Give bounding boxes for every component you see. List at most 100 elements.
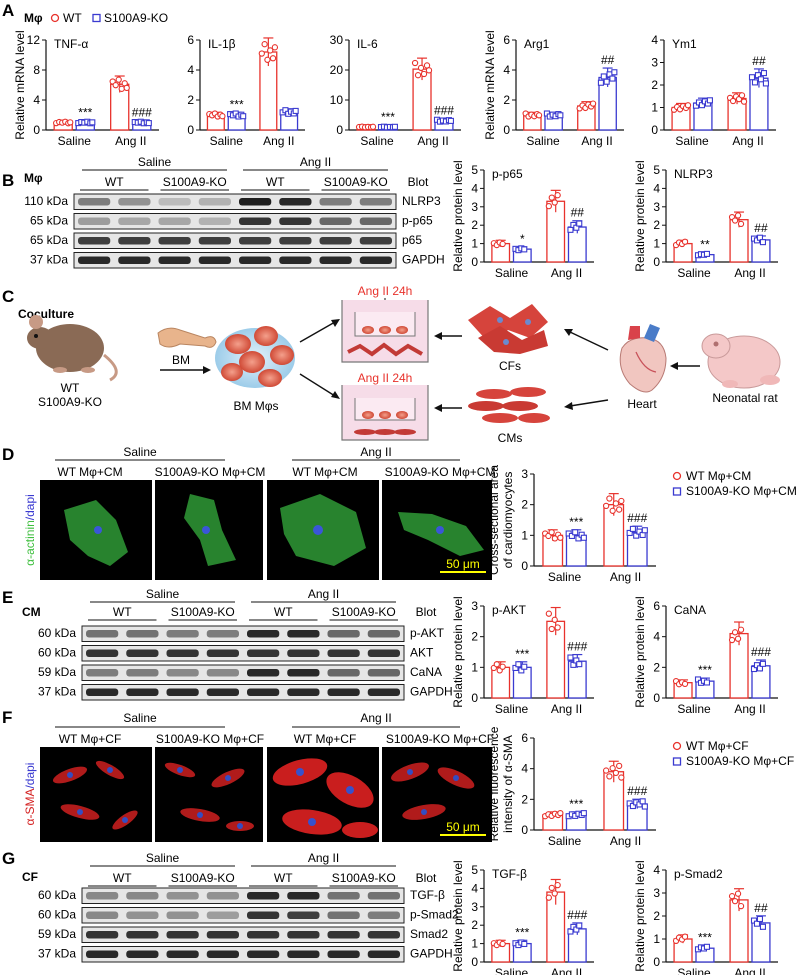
f-cond-3: WT Mφ+CF xyxy=(294,732,357,746)
data-point xyxy=(759,660,767,667)
blot-band xyxy=(367,630,400,638)
y-tick-label: 4 xyxy=(187,63,194,77)
data-point xyxy=(616,506,623,513)
data-point xyxy=(269,55,277,62)
significance-mark: *** xyxy=(569,797,583,811)
significance-mark: ## xyxy=(754,901,768,915)
nucleus xyxy=(436,526,444,534)
blot-band xyxy=(206,911,239,919)
data-point xyxy=(618,774,625,781)
data-point xyxy=(641,527,648,534)
y-tick-label: 1 xyxy=(471,937,478,951)
data-point xyxy=(609,507,616,514)
bm-macrophages-label: BM Mφs xyxy=(233,399,278,413)
blot-band xyxy=(247,892,280,900)
data-point xyxy=(728,893,736,900)
blot-band xyxy=(287,669,320,677)
cfs-illustration xyxy=(468,304,548,354)
blot-band xyxy=(367,669,400,677)
data-point xyxy=(118,85,125,92)
data-point xyxy=(731,217,739,224)
y-tick-label: 30 xyxy=(330,33,344,47)
data-point xyxy=(554,881,561,889)
y-tick-label: 2 xyxy=(187,93,194,107)
y-tick-label: 12 xyxy=(27,33,41,47)
blot-band xyxy=(166,911,199,919)
blot-band xyxy=(158,198,191,206)
significance-mark: *** xyxy=(515,925,529,939)
data-point xyxy=(567,654,574,661)
y-tick-label: 4 xyxy=(471,181,478,195)
bm-macrophage-cluster xyxy=(215,326,295,388)
blot-strip xyxy=(81,625,405,642)
y-tick-label: 0 xyxy=(471,255,478,269)
data-point xyxy=(548,625,555,633)
y-axis-label: Relative protein level xyxy=(633,596,647,707)
blot-genotype-label: WT xyxy=(266,175,285,189)
data-point xyxy=(572,529,579,536)
legend-f-wt-marker xyxy=(672,741,682,751)
y-tick-label: 1 xyxy=(471,237,478,251)
blot-band xyxy=(166,669,199,677)
blot-genotype-label: S100A9-KO xyxy=(171,871,235,885)
blot-saline-header: Saline xyxy=(146,851,180,865)
data-point xyxy=(545,202,553,210)
blot-band xyxy=(327,892,360,900)
blot-saline-header: Saline xyxy=(138,155,172,169)
x-tick-label: Saline xyxy=(677,966,711,975)
y-tick-label: 0 xyxy=(651,123,658,137)
x-tick-label: Saline xyxy=(548,834,582,848)
data-point xyxy=(414,72,422,79)
blot-band xyxy=(166,688,199,696)
blot-band xyxy=(166,892,199,900)
band-size-label: 60 kDa xyxy=(38,908,76,922)
data-point xyxy=(737,626,745,633)
data-point xyxy=(602,502,610,510)
blot-band xyxy=(126,950,159,958)
data-point xyxy=(748,74,756,81)
data-point xyxy=(681,680,689,688)
band-protein-label: p-p65 xyxy=(402,214,433,228)
data-point xyxy=(602,767,610,774)
data-point xyxy=(521,246,528,253)
data-point xyxy=(760,70,767,77)
data-point xyxy=(420,70,428,78)
data-point xyxy=(267,47,274,54)
blot-band xyxy=(86,669,119,677)
blot-band xyxy=(239,217,272,225)
arrowhead xyxy=(434,404,442,412)
blot-band xyxy=(126,669,159,677)
blot-band xyxy=(247,688,280,696)
x-tick-label: Ang II xyxy=(417,134,448,148)
legend-wt-marker xyxy=(50,13,60,23)
d-saline-header: Saline xyxy=(123,445,157,459)
band-protein-label: Smad2 xyxy=(410,927,448,941)
data-point xyxy=(612,500,620,507)
data-point xyxy=(576,922,583,929)
y-tick-label: 4 xyxy=(651,33,658,47)
blot-band xyxy=(198,198,231,206)
data-point xyxy=(576,661,583,668)
blot-band xyxy=(247,649,280,657)
blot-band xyxy=(126,931,159,939)
data-point xyxy=(589,100,597,107)
arrowhead xyxy=(670,362,678,370)
y-tick-label: 0 xyxy=(187,123,194,137)
blot-band xyxy=(239,198,272,206)
f-cond-1: WT Mφ+CF xyxy=(59,732,122,746)
blot-band xyxy=(86,950,119,958)
x-tick-label: Ang II xyxy=(734,966,765,975)
mouse-ko-label: S100A9-KO xyxy=(38,395,102,409)
x-tick-label: Ang II xyxy=(115,134,146,148)
band-protein-label: AKT xyxy=(410,646,434,660)
data-point xyxy=(737,220,745,228)
legend-d-wt: WT Mφ+CM xyxy=(686,469,751,483)
band-protein-label: GAPDH xyxy=(402,253,445,267)
y-tick-label: 2 xyxy=(653,218,660,232)
blot-band xyxy=(126,649,159,657)
